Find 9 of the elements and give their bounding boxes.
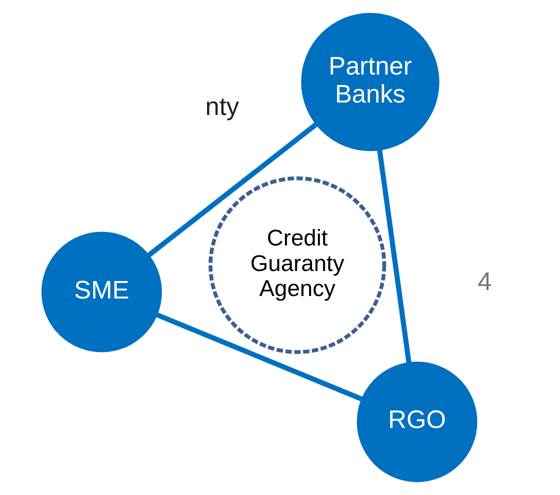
node-circle: SME (40, 232, 162, 352)
label: 4 (477, 268, 492, 296)
label: nty (204, 92, 239, 121)
node-circle: Partner Banks (300, 12, 439, 152)
connector (376, 150, 411, 363)
connector (156, 312, 362, 402)
connector (146, 122, 318, 258)
node-circle: Credit Guaranty Agency (208, 176, 386, 354)
node-circle: RGO (356, 362, 477, 482)
